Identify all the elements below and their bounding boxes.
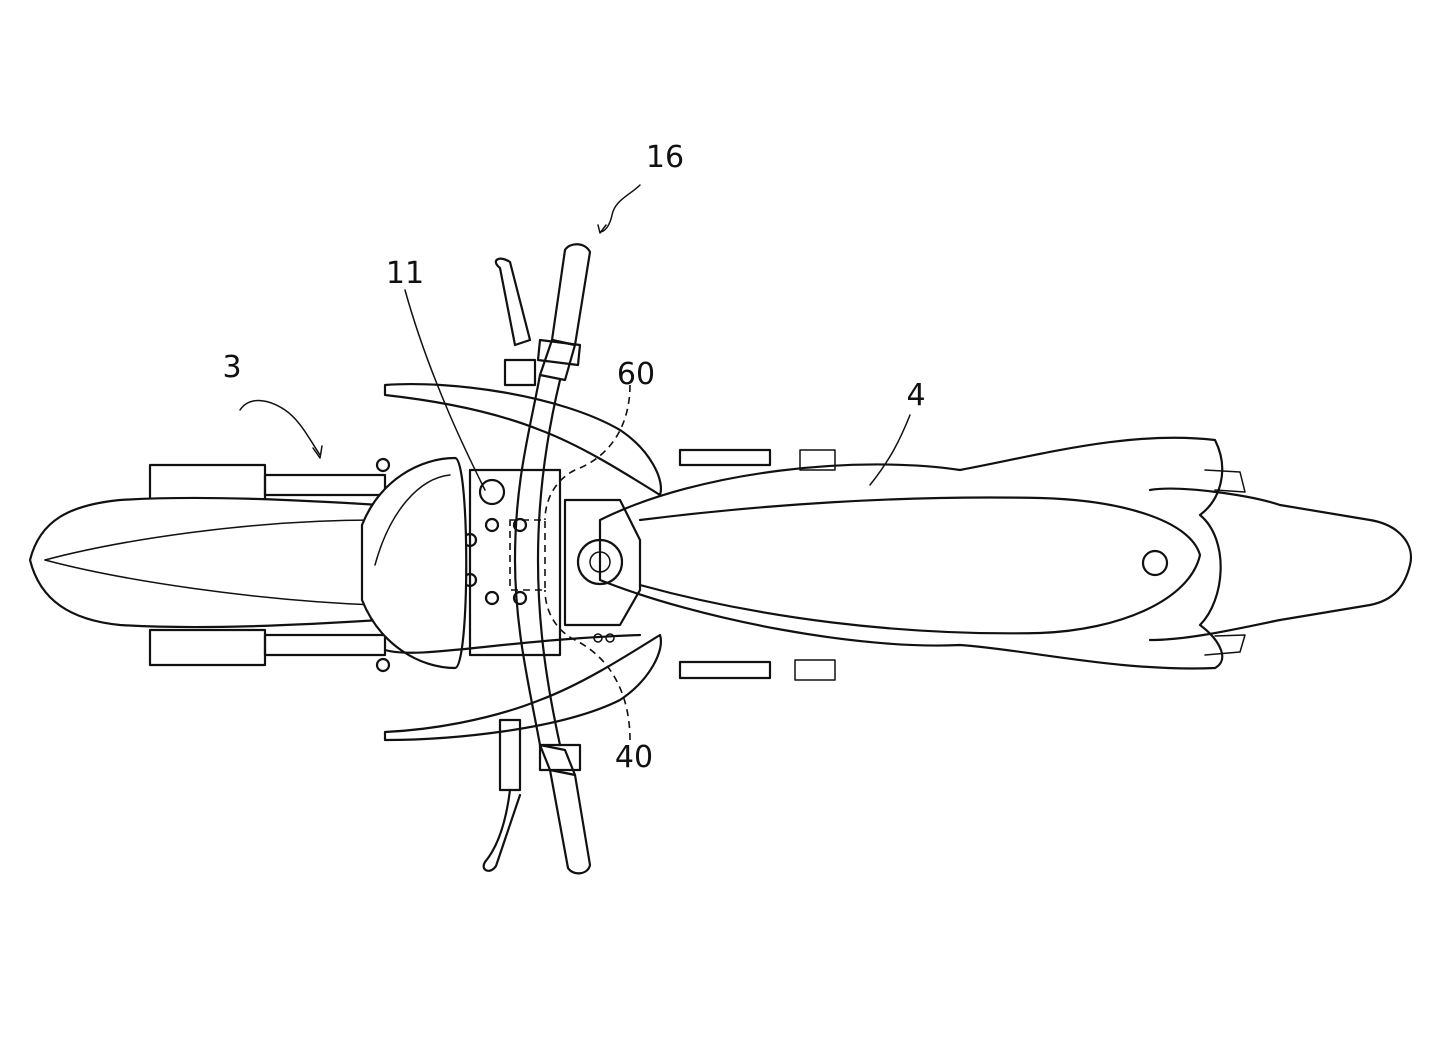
- hidden-lines: [509, 384, 631, 741]
- ref-label-60: 60: [617, 357, 655, 392]
- handlebar-assembly: [482, 243, 592, 875]
- seat-and-tank: [598, 436, 1413, 670]
- ref-label-40: 40: [615, 740, 653, 775]
- ref-label-16: 16: [646, 140, 684, 175]
- ref-label-4: 4: [906, 378, 925, 413]
- front-end: [28, 456, 642, 673]
- ref-label-3: 3: [222, 350, 241, 385]
- ref-label-11: 11: [386, 256, 424, 291]
- leader-lines: [239, 184, 911, 491]
